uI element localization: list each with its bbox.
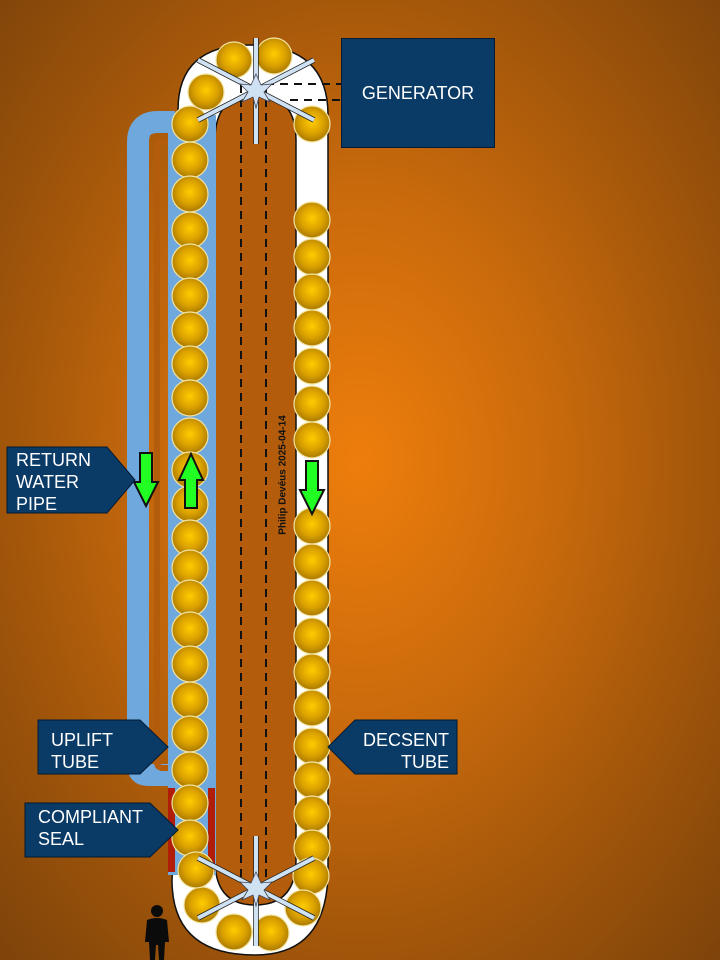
compliant-seal-callout	[24, 802, 179, 858]
human-silhouette-icon	[145, 905, 169, 960]
ball	[293, 273, 331, 311]
ball	[293, 421, 331, 459]
ball	[171, 417, 209, 455]
ball	[171, 784, 209, 822]
author-credit: Philip Devéus 2025-04-14	[277, 415, 289, 535]
descent-down-arrow	[298, 460, 326, 517]
ball	[293, 795, 331, 833]
ball	[293, 689, 331, 727]
ball	[171, 579, 209, 617]
return-water-pipe-label: RETURN WATER PIPE	[16, 449, 91, 515]
ball	[171, 645, 209, 683]
ball	[255, 37, 293, 75]
return-pipe-inner-edge	[154, 139, 170, 771]
ball	[171, 311, 209, 349]
ball	[293, 617, 331, 655]
ball	[171, 211, 209, 249]
uplift-tube-callout	[37, 719, 169, 775]
ball	[171, 379, 209, 417]
ball	[171, 681, 209, 719]
ball	[293, 347, 331, 385]
ball	[171, 751, 209, 789]
uplift-tube-label: UPLIFT TUBE	[51, 729, 113, 773]
uplift-tube-text: UPLIFT TUBE	[51, 730, 114, 772]
ball	[171, 611, 209, 649]
ball	[171, 715, 209, 753]
ball	[252, 914, 290, 952]
ball	[293, 201, 331, 239]
ball	[293, 653, 331, 691]
ball-chain	[171, 37, 331, 952]
generator-box: GENERATOR	[341, 38, 495, 148]
ball	[215, 913, 253, 951]
ball	[171, 105, 209, 143]
descent-tube-text: DECSENT TUBE	[362, 730, 449, 772]
descent-tube-callout	[327, 719, 458, 775]
ball	[177, 851, 215, 889]
drive-linkage	[240, 83, 341, 880]
ball	[171, 175, 209, 213]
ball	[171, 141, 209, 179]
ball	[293, 543, 331, 581]
ball	[293, 761, 331, 799]
return-water-pipe	[127, 111, 178, 786]
ball	[171, 243, 209, 281]
ball	[171, 277, 209, 315]
compliant-seal-right	[208, 788, 215, 872]
ball	[171, 345, 209, 383]
generator-label: GENERATOR	[361, 83, 475, 103]
return-water-pipe-text: RETURN WATER PIPE	[16, 450, 91, 514]
top-wheel	[196, 38, 316, 144]
bottom-wheel	[196, 836, 316, 946]
return-pipe-down-arrow	[132, 452, 160, 509]
uplift-up-arrow	[177, 451, 205, 509]
ball	[187, 73, 225, 111]
ball	[293, 238, 331, 276]
compliant-seal-label: COMPLIANT SEAL	[38, 806, 143, 850]
ball	[293, 385, 331, 423]
ball	[293, 727, 331, 765]
ball	[171, 819, 209, 857]
ball	[293, 579, 331, 617]
compliant-seal-text: COMPLIANT SEAL	[38, 807, 144, 849]
descent-tube-label: DECSENT TUBE	[355, 729, 449, 773]
ball	[293, 309, 331, 347]
return-water-pipe-callout	[6, 446, 136, 514]
